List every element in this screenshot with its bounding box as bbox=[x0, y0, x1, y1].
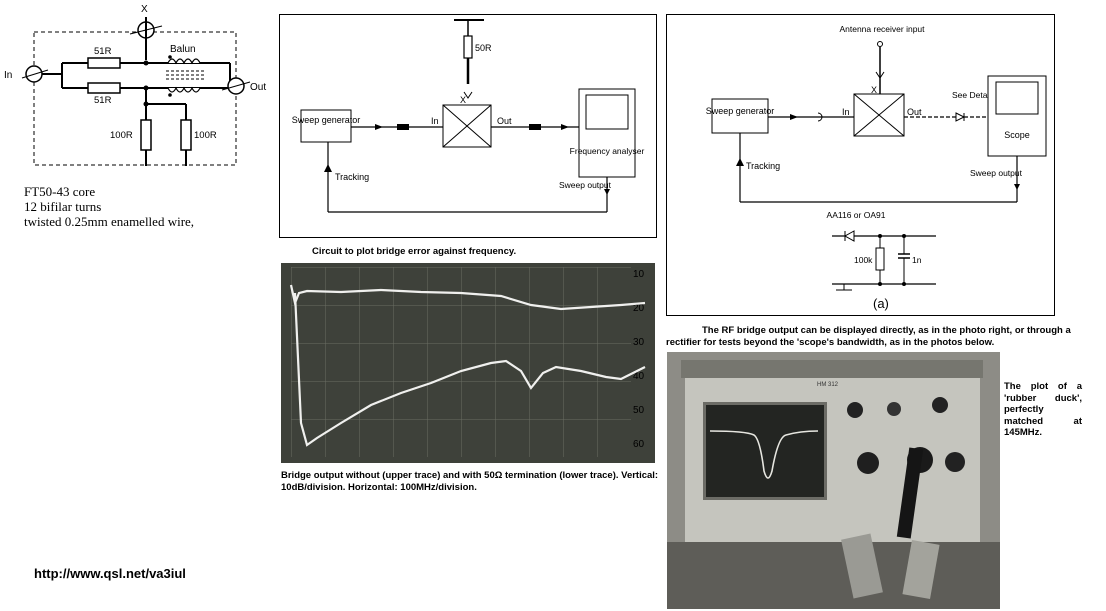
balun-notes: FT50-43 core 12 bifilar turns twisted 0.… bbox=[24, 184, 194, 229]
circuit-right-c-label: 1n bbox=[912, 255, 922, 265]
circuit-left-sweep-gen: Sweep generator bbox=[292, 115, 361, 125]
circuit-right-scope: Scope bbox=[1004, 130, 1030, 140]
scope-label-50: 50 bbox=[633, 405, 645, 416]
circuit-left-analyser: Frequency analyser bbox=[570, 146, 645, 156]
scope-label-40: 40 bbox=[633, 371, 645, 382]
circuit-left-sweep-output: Sweep output bbox=[559, 180, 612, 190]
circuit-right-diode-label: AA116 or OA91 bbox=[827, 210, 886, 220]
balun-x-label: X bbox=[141, 4, 148, 15]
upper-trace bbox=[289, 284, 646, 311]
circuit-left-r-label: 50R bbox=[475, 43, 492, 53]
balun-in-label: In bbox=[4, 70, 12, 81]
circuit-right-see-detail: See Detail 'a' bbox=[952, 90, 1002, 100]
balun-r4-label: 100R bbox=[194, 130, 217, 141]
instrument-model-label: HM 312 bbox=[817, 382, 839, 388]
circuit-left-frame bbox=[279, 14, 657, 238]
lower-trace bbox=[293, 292, 646, 447]
scope-trace-labels: 10 20 30 40 50 60 bbox=[633, 269, 645, 450]
balun-note-core: FT50-43 core bbox=[24, 184, 96, 199]
scope-label-20: 20 bbox=[633, 303, 645, 314]
circuit-left-in-label: In bbox=[431, 116, 439, 126]
circuit-left-sweep-gen-line: Sweep generator bbox=[292, 115, 361, 125]
scope-label-10: 10 bbox=[633, 269, 645, 280]
instrument-crt bbox=[703, 402, 827, 500]
circuit-left-caption: Circuit to plot bridge error against fre… bbox=[312, 246, 517, 257]
balun-out-label: Out bbox=[250, 82, 266, 93]
circuit-left-out-label: Out bbox=[497, 116, 512, 126]
scope-trace-svg: 10 20 30 40 50 60 bbox=[281, 263, 655, 463]
source-url: http://www.qsl.net/va3iul bbox=[34, 566, 186, 581]
balun-diagram: X In 51R 51R Balun Out 100R 100R bbox=[4, 4, 266, 166]
duck-caption: The plot of a 'rubber duck', perfectly m… bbox=[1004, 381, 1082, 438]
circuit-right-x-label: X bbox=[871, 85, 877, 95]
balun-label: Balun bbox=[170, 44, 196, 55]
circuit-right-diagram: Antenna receiver input X In Out Sweep ge… bbox=[706, 24, 1047, 311]
circuit-right-sweep-output: Sweep output bbox=[970, 168, 1023, 178]
rf-caption: The RF bridge output can be displayed di… bbox=[666, 325, 1071, 348]
scope-trace-caption: Bridge output without (upper trace) and … bbox=[281, 470, 659, 493]
scope-label-30: 30 bbox=[633, 337, 645, 348]
circuit-right-antenna: Antenna receiver input bbox=[839, 24, 925, 34]
instrument-photo: HM 312 bbox=[667, 352, 1000, 609]
balun-r1-label: 51R bbox=[94, 46, 112, 57]
scope-label-60: 60 bbox=[633, 439, 645, 450]
instrument-top bbox=[681, 360, 983, 378]
crt-trace bbox=[709, 430, 819, 479]
balun-r2-label: 51R bbox=[94, 95, 112, 106]
bench-area bbox=[667, 542, 1000, 609]
scope-trace-photo: 10 20 30 40 50 60 bbox=[281, 263, 655, 463]
circuit-right-in-label: In bbox=[842, 107, 850, 117]
circuit-right-tracking: Tracking bbox=[746, 161, 780, 171]
balun-note-turns: 12 bifilar turns bbox=[24, 199, 102, 214]
circuit-right-detail-label: (a) bbox=[873, 296, 889, 311]
circuit-left-x-label: X bbox=[460, 95, 466, 105]
balun-r3-label: 100R bbox=[110, 130, 133, 141]
circuit-right-out-label: Out bbox=[907, 107, 922, 117]
circuit-right-frame bbox=[666, 14, 1055, 316]
circuit-left-tracking: Tracking bbox=[335, 172, 369, 182]
circuit-right-r-label: 100k bbox=[854, 255, 873, 265]
circuit-left-diagram: 50R X In Out Sweep generator Frequency a… bbox=[292, 19, 645, 213]
balun-note-wire: twisted 0.25mm enamelled wire, bbox=[24, 214, 195, 229]
circuit-right-sweep-gen: Sweep generator bbox=[706, 106, 775, 116]
